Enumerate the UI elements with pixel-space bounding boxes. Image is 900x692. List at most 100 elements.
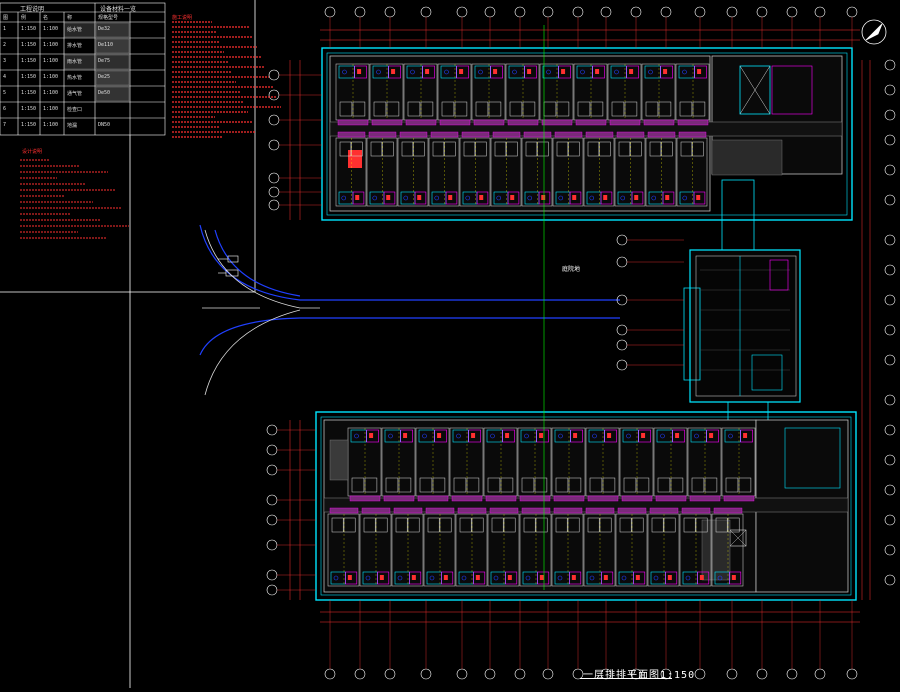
table-cell: 检查口 [67, 107, 83, 113]
site-road-white [202, 229, 320, 396]
drawing-title: 一层排排平面图1:150 [583, 670, 696, 681]
site-road [199, 224, 620, 356]
table-cell: 1:100 [43, 26, 59, 32]
table-cell: 1:150 [21, 42, 37, 48]
room-unit [539, 63, 574, 126]
table-cell: 6 [3, 106, 7, 112]
table-column-header: 例 [21, 15, 27, 21]
room-unit [653, 427, 688, 502]
table-cell: De32 [98, 26, 111, 32]
table-header-left: 工程说明 [20, 6, 45, 13]
table-cell: 1:100 [43, 58, 59, 64]
lower-rooms-top [329, 427, 841, 581]
table-header-right: 设备材料一览 [100, 6, 137, 13]
table-cell: 雨水管 [67, 59, 83, 65]
room-unit [397, 131, 429, 207]
table-column-header: 名 [43, 15, 49, 21]
room-unit [449, 427, 484, 502]
connector-details [700, 256, 790, 396]
room-unit [615, 507, 648, 587]
table-cell: 1:150 [21, 74, 37, 80]
room-unit [517, 427, 552, 502]
room-unit [487, 507, 520, 587]
room-unit [552, 131, 584, 207]
lower-rooms-bottom [327, 507, 744, 587]
room-unit [391, 507, 424, 587]
table-cell: 1:150 [21, 58, 37, 64]
room-unit [675, 63, 710, 126]
room-unit [551, 507, 584, 587]
room-unit [583, 131, 615, 207]
room-unit [679, 507, 712, 587]
table-cell: 1:100 [43, 106, 59, 112]
room-unit [585, 427, 620, 502]
table-cell: 1:100 [43, 42, 59, 48]
table-column-header: 称 [67, 15, 73, 21]
room-unit [335, 63, 370, 126]
room-unit [607, 63, 642, 126]
room-unit [687, 427, 722, 502]
room-unit [483, 427, 518, 502]
room-unit [359, 507, 392, 587]
room-unit [505, 63, 540, 126]
upper-rooms-bottom [335, 131, 708, 207]
notes-title: 设计说明 [22, 149, 43, 155]
side-notes-title: 施工说明 [172, 15, 193, 21]
room-unit [471, 63, 506, 126]
room-unit [366, 131, 398, 207]
table-cell: 1:100 [43, 122, 59, 128]
north-arrow-icon [861, 19, 887, 45]
room-unit [459, 131, 491, 207]
upper-rooms-top [335, 63, 813, 176]
courtyard-label: 庭院地 [562, 266, 581, 273]
table-cell: 给水管 [67, 27, 83, 33]
table-cell: 1:150 [21, 106, 37, 112]
table-cell: 1:100 [43, 74, 59, 80]
table-cell: 通气管 [67, 91, 83, 97]
table-cell: DN50 [98, 122, 111, 128]
lower-wing [315, 411, 857, 601]
room-unit [551, 427, 586, 502]
table-column-header: 规格型号 [98, 15, 119, 21]
room-unit [423, 507, 456, 587]
table-cell: 5 [3, 90, 7, 96]
room-unit [403, 63, 438, 126]
room-unit [521, 131, 553, 207]
table-column-header: 图 [3, 15, 9, 21]
table-cell: 3 [3, 58, 7, 64]
room-unit [369, 63, 404, 126]
table-cell: 地漏 [67, 123, 78, 129]
room-unit [519, 507, 552, 587]
table-cell: De75 [98, 58, 111, 64]
room-unit [583, 507, 616, 587]
axis-bubbles [266, 6, 896, 680]
connector-wing [683, 179, 801, 463]
room-unit [641, 63, 676, 126]
table-hatch-cells [64, 22, 130, 102]
table-cell: 1 [3, 26, 7, 32]
table-cell: De25 [98, 74, 111, 80]
table-cell: 1:150 [21, 26, 37, 32]
table-cell: 4 [3, 74, 7, 80]
room-unit [381, 427, 416, 502]
table-cell: 热水管 [67, 75, 83, 81]
room-unit [428, 131, 460, 207]
room-unit [437, 63, 472, 126]
room-unit [645, 131, 677, 207]
left-frame-lines [0, 0, 256, 688]
table-cell: 2 [3, 42, 7, 48]
room-unit [573, 63, 608, 126]
room-unit [721, 427, 756, 502]
notes-lines [20, 21, 281, 239]
table-cell: De110 [98, 42, 114, 48]
room-unit [415, 427, 450, 502]
table-cell: 7 [3, 122, 7, 128]
room-unit [490, 131, 522, 207]
room-unit [676, 131, 708, 207]
table-cell: 1:150 [21, 122, 37, 128]
table-cell: 1:100 [43, 90, 59, 96]
room-unit [647, 507, 680, 587]
room-unit [711, 507, 744, 587]
room-unit [619, 427, 654, 502]
